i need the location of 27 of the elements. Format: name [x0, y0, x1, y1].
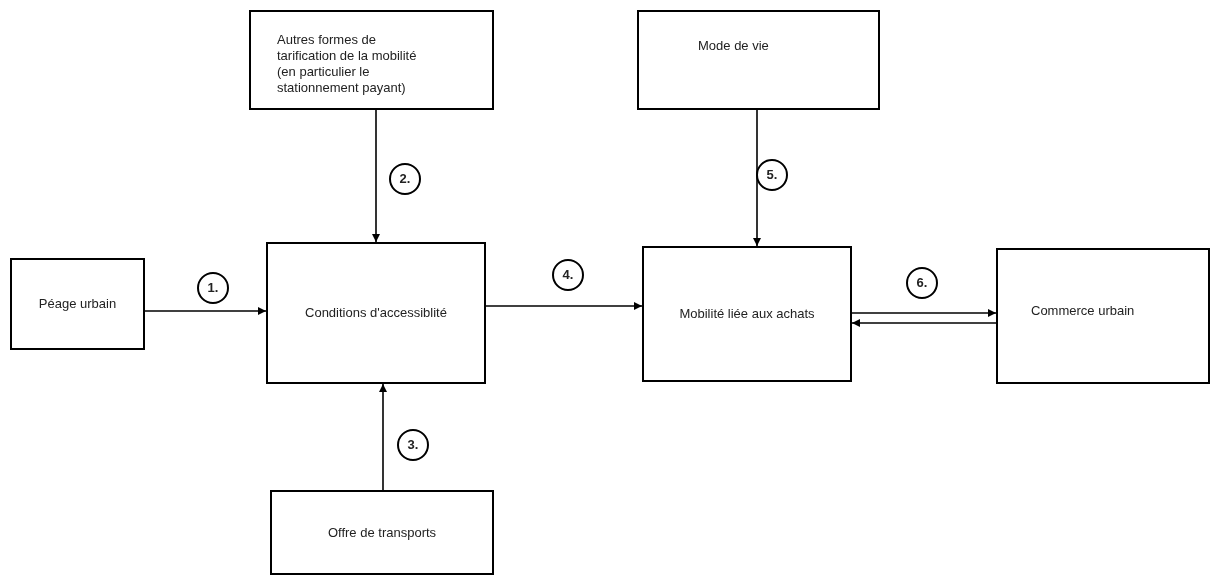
box-text: Autres formes de tarification de la mobilité (en particulier le stationnement payant) [277, 32, 418, 96]
box-text: Offre de transports [327, 524, 437, 541]
process-box [270, 490, 494, 575]
process-box [637, 10, 880, 110]
arrow [753, 109, 761, 247]
edge-label: 3. [397, 429, 429, 461]
arrow [372, 109, 380, 243]
box-text: Commerce urbain [1031, 303, 1135, 319]
arrow [851, 309, 997, 317]
process-box [249, 10, 494, 110]
process-box [10, 258, 145, 350]
process-box [266, 242, 486, 384]
edge-label: 6. [906, 267, 938, 299]
edge-label: 2. [389, 163, 421, 195]
arrow [485, 302, 643, 310]
arrow [851, 319, 997, 327]
box-text: Mode de vie [698, 38, 769, 54]
edge-label: 4. [552, 259, 584, 291]
process-box [642, 246, 852, 382]
arrow [379, 383, 387, 491]
box-text: Mobilité liée aux achats [679, 306, 815, 322]
arrow [144, 307, 267, 315]
process-box [996, 248, 1210, 384]
edge-label: 5. [756, 159, 788, 191]
edge-label: 1. [197, 272, 229, 304]
box-text: Péage urbain [38, 296, 117, 312]
box-text: Conditions d'accessiblité [305, 305, 447, 321]
